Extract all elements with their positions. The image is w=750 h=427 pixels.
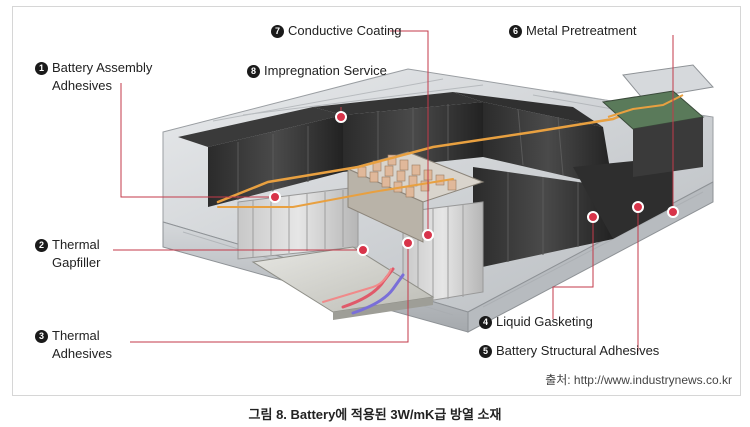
- callout-thermal-adhesives: 3 Thermal Adhesives: [35, 327, 112, 363]
- marker-battery-assembly-adhesives: [269, 191, 281, 203]
- callout-battery-assembly-adhesives: 1 Battery Assembly Adhesives: [35, 59, 152, 95]
- callout-label: Liquid Gasketing: [496, 314, 593, 329]
- battery-pack-illustration: [113, 30, 714, 351]
- callout-number: 1: [35, 62, 48, 75]
- callout-number: 2: [35, 239, 48, 252]
- callout-thermal-gapfiller: 2 Thermal Gapfiller: [35, 236, 100, 272]
- callout-number: 7: [271, 25, 284, 38]
- callout-label-line2: Adhesives: [52, 346, 112, 361]
- callout-number: 3: [35, 330, 48, 343]
- callout-number: 5: [479, 345, 492, 358]
- marker-thermal-adhesives: [402, 237, 414, 249]
- battery-cells: [178, 92, 673, 269]
- callout-label: Battery Structural Adhesives: [496, 343, 660, 358]
- exposed-module: [346, 151, 485, 243]
- callout-markers: [269, 111, 679, 256]
- callout-battery-structural-adhesives: 5 Battery Structural Adhesives: [479, 342, 659, 360]
- callout-number: 8: [247, 65, 260, 78]
- bms-connector-box: [601, 64, 714, 177]
- callout-number: 4: [479, 316, 492, 329]
- marker-conductive-coating: [422, 229, 434, 241]
- marker-metal-pretreatment: [667, 206, 679, 218]
- callout-label: Metal Pretreatment: [526, 23, 637, 38]
- coolant-lines: [216, 100, 655, 315]
- callout-label: Battery Assembly: [52, 60, 153, 75]
- figure-caption: 그림 8. Battery에 적용된 3W/mK급 방열 소재: [248, 407, 502, 422]
- callout-label: Thermal: [52, 328, 100, 343]
- marker-battery-structural-adhesives: [632, 201, 644, 213]
- marker-thermal-gapfiller: [357, 244, 369, 256]
- callout-number: 6: [509, 25, 522, 38]
- marker-impregnation-service: [335, 111, 347, 123]
- callout-label: Thermal: [52, 237, 100, 252]
- callout-label: Conductive Coating: [288, 23, 402, 38]
- callout-label: Impregnation Service: [264, 63, 387, 78]
- source-credit: 출처: http://www.industrynews.co.kr: [545, 373, 732, 387]
- callout-metal-pretreatment: 6 Metal Pretreatment: [509, 22, 637, 40]
- callout-label-line2: Gapfiller: [52, 255, 101, 270]
- callout-liquid-gasketing: 4 Liquid Gasketing: [479, 313, 593, 331]
- callout-conductive-coating: 7 Conductive Coating: [271, 22, 401, 40]
- marker-liquid-gasketing: [587, 211, 599, 223]
- callout-label-line2: Adhesives: [52, 78, 112, 93]
- callout-impregnation-service: 8 Impregnation Service: [247, 62, 387, 80]
